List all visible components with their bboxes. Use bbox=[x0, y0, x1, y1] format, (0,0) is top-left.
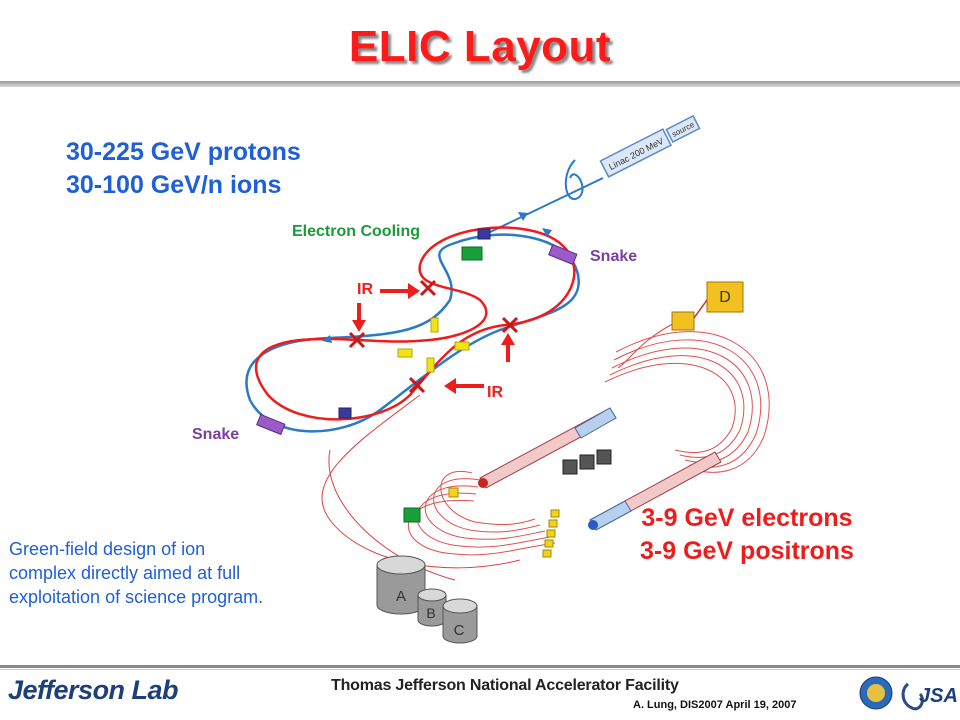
footer-divider bbox=[0, 665, 960, 668]
spreader-blocks bbox=[562, 449, 612, 475]
green-block bbox=[403, 507, 421, 523]
magnet-blue bbox=[477, 228, 491, 240]
transfer-lines bbox=[321, 319, 681, 581]
ir-label-top: IR bbox=[357, 281, 373, 298]
ion-energy-line: 30-100 GeV/n ions bbox=[66, 171, 282, 199]
electron-energy-label: 3-9 GeV electrons 3-9 GeV positrons bbox=[640, 502, 854, 568]
dump-label: D bbox=[719, 289, 731, 306]
magnet-yellow bbox=[426, 357, 435, 373]
note-line: exploitation of science program. bbox=[9, 587, 264, 607]
electron-ring bbox=[254, 226, 576, 421]
injection-loop bbox=[564, 159, 584, 201]
ir-crossing-marks bbox=[348, 279, 519, 394]
positron-energy-line: 3-9 GeV positrons bbox=[640, 537, 854, 565]
booster-b-label: B bbox=[426, 605, 435, 621]
slide-credit: A. Lung, DIS2007 April 19, 2007 bbox=[633, 699, 797, 711]
electron-cooling-label: Electron Cooling bbox=[292, 223, 420, 240]
injection-arrow bbox=[518, 212, 528, 221]
note-line: Green-field design of ion bbox=[9, 539, 206, 559]
slide-title: ELIC Layout bbox=[348, 22, 612, 71]
magnet-blue bbox=[338, 407, 352, 419]
booster-cylinders: A B C bbox=[376, 555, 478, 644]
magnet-yellow bbox=[430, 317, 439, 333]
jefferson-lab-logo: Jefferson Lab bbox=[8, 675, 179, 705]
title-divider bbox=[0, 81, 960, 87]
booster-c-label: C bbox=[454, 622, 465, 639]
facility-name: Thomas Jefferson National Accelerator Fa… bbox=[331, 677, 679, 694]
doe-seal bbox=[859, 676, 893, 710]
snake-label-bottom: Snake bbox=[192, 426, 239, 443]
note-line: complex directly aimed at full bbox=[9, 563, 241, 583]
booster-a-label: A bbox=[396, 588, 406, 605]
proton-energy-label: 30-225 GeV protons 30-100 GeV/n ions bbox=[66, 136, 301, 202]
magnet-yellow bbox=[397, 348, 413, 358]
beam-dump: D bbox=[671, 281, 744, 331]
electron-energy-line: 3-9 GeV electrons bbox=[641, 504, 853, 532]
jsa-text: JSA bbox=[919, 685, 958, 707]
ir-arrows bbox=[352, 283, 515, 394]
jsa-logo: JSA bbox=[901, 682, 958, 711]
ir-label-bottom: IR bbox=[487, 384, 503, 401]
ring-arrow bbox=[322, 335, 332, 343]
electron-cooling-box bbox=[461, 246, 483, 261]
proton-energy-line: 30-225 GeV protons bbox=[66, 138, 301, 166]
green-field-note: Green-field design of ion complex direct… bbox=[9, 537, 263, 609]
source-box bbox=[665, 114, 701, 144]
yellow-correctors bbox=[448, 487, 560, 558]
ring-arrow-2 bbox=[542, 228, 552, 237]
ion-ring bbox=[245, 233, 580, 433]
magnet-yellow bbox=[454, 341, 470, 351]
snake-magnet-top bbox=[548, 243, 578, 266]
snake-magnet-bottom bbox=[256, 413, 286, 436]
footer-divider-thin bbox=[0, 669, 960, 670]
snake-label-top: Snake bbox=[590, 248, 637, 265]
injection-line bbox=[487, 177, 604, 234]
electron-linacs bbox=[478, 407, 722, 531]
linac-box: Linac 200 MeV source bbox=[599, 114, 701, 178]
